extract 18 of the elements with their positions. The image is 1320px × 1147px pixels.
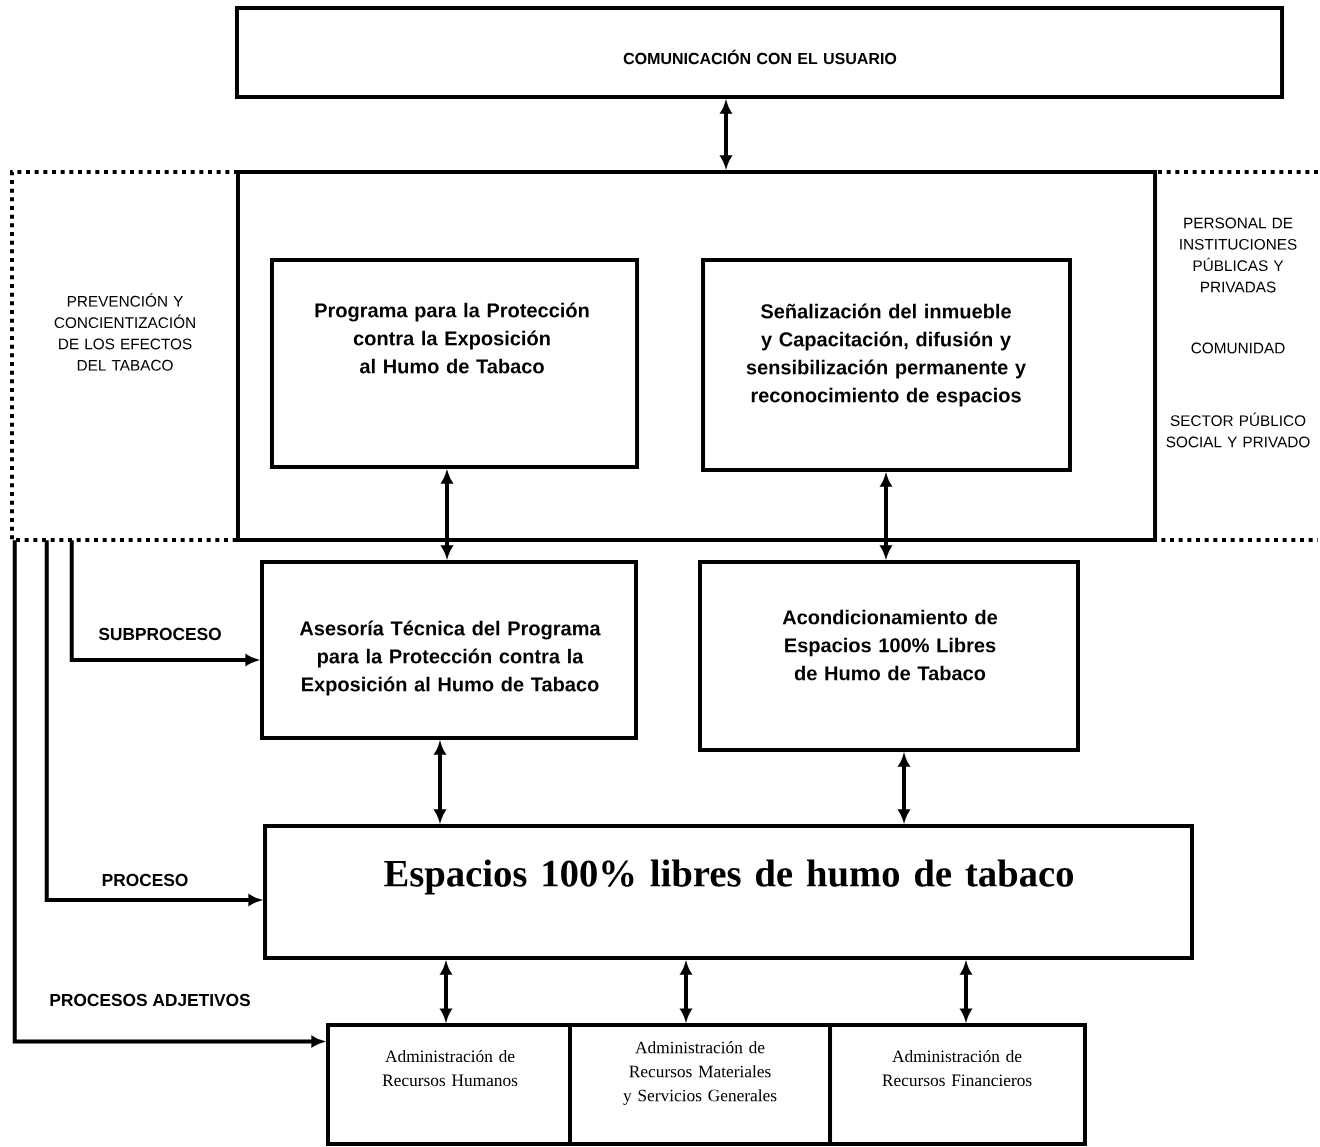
arrow [960, 963, 972, 1020]
arrow [441, 472, 453, 557]
arrow [680, 963, 692, 1020]
arrow [880, 475, 892, 557]
process-box: Administración de Recursos Materiales y Servicios Generales [568, 1023, 832, 1146]
process-box: COMUNICACIÓN CON EL USUARIO [234, 5, 1285, 100]
arrow [720, 102, 732, 167]
process-box: Señalización del inmueble y Capacitación, difusión y sensibilización permanente y reconocimiento de espacios [701, 258, 1072, 472]
process-box: Programa para la Protección contra la Exposición al Humo de Tabaco [269, 258, 640, 469]
arrow [440, 963, 452, 1020]
arrow [434, 743, 446, 821]
process-box: Espacios 100% libres de humo de tabaco [263, 824, 1194, 960]
arrow [898, 755, 910, 821]
process-box: Administración de Recursos Humanos [326, 1023, 572, 1146]
process-box: Acondicionamiento de Espacios 100% Libres de Humo de Tabaco [698, 560, 1080, 752]
process-box: Administración de Recursos Financieros [828, 1023, 1087, 1146]
process-box: Asesoría Técnica del Programa para la Protección contra la Exposición al Humo de Tabaco [260, 560, 638, 740]
dotted-region: PREVENCIÓN Y CONCIENTIZACIÓN DE LOS EFECTOS DEL TABACO [10, 170, 238, 542]
